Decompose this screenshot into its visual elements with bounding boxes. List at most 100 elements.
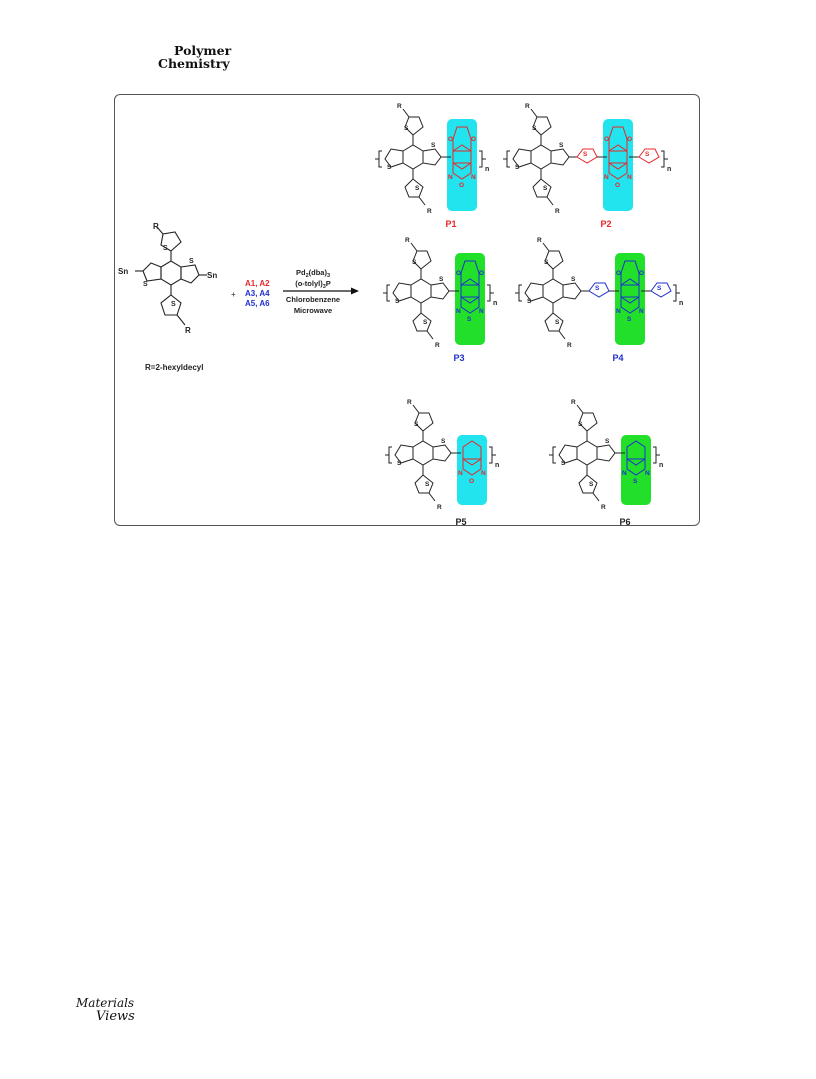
acceptor-a1-a2: A1, A2 — [245, 279, 270, 288]
pendant-s-bottom: S — [423, 319, 428, 326]
pendant-r-top: R — [525, 103, 530, 110]
pendant-s-top: S — [578, 421, 583, 428]
acceptor-highlight-box — [621, 435, 651, 505]
acceptor-heteroatom: O — [615, 182, 620, 189]
pendant-s-bottom: S — [589, 481, 594, 488]
bdt-s-left: S — [395, 298, 400, 305]
monomer-right-thiophene-ring — [180, 264, 200, 284]
bdt-s-left: S — [561, 460, 566, 467]
pendant-s-bottom: S — [425, 481, 430, 488]
bdt-right-thiophene-ring — [422, 148, 442, 166]
acceptor-n-right: N — [471, 174, 476, 181]
acceptor-o-right: O — [479, 270, 484, 277]
bdt-benzene-ring — [576, 440, 598, 466]
repeat-unit-n: n — [495, 462, 499, 469]
publisher-logo: Materials Views — [76, 996, 136, 1030]
acceptor-highlight-box — [457, 435, 487, 505]
bdt-s-left: S — [387, 164, 392, 171]
acceptor-o-right: O — [471, 136, 476, 143]
synthesis-scheme: R R Sn Sn S S S S R=2-hexyldecyl + A1, A… — [118, 103, 683, 527]
pendant-top-thiophene-ring — [532, 116, 552, 136]
spacer-thiophene-ring — [588, 282, 610, 298]
pendant-r-bottom: R — [435, 342, 440, 349]
pendant-r-top: R — [397, 103, 402, 110]
acceptor-dioxane-ring — [620, 260, 640, 286]
spacer-thiophene-ring — [576, 148, 598, 164]
pendant-r-top: R — [407, 399, 412, 406]
polymer-label-p5: P5 — [455, 517, 466, 527]
repeat-unit-n: n — [679, 300, 683, 307]
pendant-s-top: S — [404, 125, 409, 132]
bdt-right-thiophene-ring — [430, 282, 450, 300]
pendant-bottom-thiophene-ring — [544, 312, 564, 332]
pendant-r-top: R — [537, 237, 542, 244]
pendant-r-top: R — [571, 399, 576, 406]
bdt-left-thiophene-ring — [384, 148, 404, 168]
acceptor-dioxane-ring — [452, 126, 472, 152]
bdt-benzene-ring — [412, 440, 434, 466]
bdt-left-thiophene-ring — [558, 444, 578, 464]
trailing-spacer-s: S — [657, 285, 662, 292]
bdt-benzene-ring — [402, 144, 424, 170]
monomer-s-core-left: S — [143, 281, 148, 288]
acceptor-azole-ring — [620, 296, 640, 314]
acceptor-n-right: N — [479, 308, 484, 315]
acceptor-n-left: N — [604, 174, 609, 181]
acceptor-n-left: N — [456, 308, 461, 315]
acceptor-n-left: N — [622, 470, 627, 477]
journal-name-line1: Polymer — [174, 43, 232, 58]
condition-ligand: (o-tolyl)3P — [295, 279, 331, 290]
reaction-conditions: Pd2(dba)3 (o-tolyl)3P Chlorobenzene Micr… — [283, 268, 359, 315]
spacer-s: S — [595, 285, 600, 292]
publisher-logo-line2: Views — [96, 1009, 135, 1024]
bdt-s-left: S — [515, 164, 520, 171]
bdt-left-thiophene-ring — [512, 148, 532, 168]
acceptor-highlight-box — [455, 253, 485, 345]
pendant-bottom-thiophene-ring — [412, 312, 432, 332]
polymer-label-p4: P4 — [612, 353, 623, 363]
bdt-right-thiophene-ring — [596, 444, 616, 462]
pendant-bottom-thiophene-ring — [578, 474, 598, 494]
monomer-labels: R R Sn Sn S S S S R=2-hexyldecyl — [118, 222, 217, 372]
pendant-s-top: S — [544, 259, 549, 266]
monomer-s-top: S — [163, 245, 168, 252]
pendant-r-bottom: R — [601, 504, 606, 511]
bdt-right-thiophene-ring — [432, 444, 452, 462]
pendant-bottom-thiophene-ring — [532, 178, 552, 198]
monomer-r-top: R — [153, 222, 159, 231]
acceptor-azole-ring — [462, 458, 482, 476]
acceptor-azole-ring — [460, 296, 480, 314]
condition-catalyst: Pd2(dba)3 — [296, 268, 330, 279]
bdt-s-right: S — [605, 438, 610, 445]
repeat-unit-n: n — [493, 300, 497, 307]
pendant-s-top: S — [532, 125, 537, 132]
acceptor-heteroatom: O — [469, 478, 474, 485]
acceptor-o-left: O — [604, 136, 609, 143]
acceptor-n-right: N — [481, 470, 486, 477]
publisher-logo-line1: Materials — [76, 996, 135, 1010]
pendant-r-bottom: R — [427, 208, 432, 215]
acceptor-o-right: O — [639, 270, 644, 277]
pendant-top-thiophene-ring — [412, 250, 432, 270]
acceptor-n-right: N — [639, 308, 644, 315]
acceptor-dioxane-ring — [608, 126, 628, 152]
polymer-label-p1: P1 — [445, 219, 456, 229]
bdt-left-thiophene-ring — [392, 282, 412, 302]
acceptor-n-left: N — [458, 470, 463, 477]
bdt-left-thiophene-ring — [394, 444, 414, 464]
acceptor-highlight-box — [615, 253, 645, 345]
pendant-r-bottom: R — [555, 208, 560, 215]
acceptor-n-left: N — [448, 174, 453, 181]
pendant-s-bottom: S — [543, 185, 548, 192]
acceptor-highlight-box — [447, 119, 477, 211]
trailing-spacer-thiophene-ring — [638, 148, 660, 164]
bdt-benzene-ring — [530, 144, 552, 170]
bdt-left-thiophene-ring — [524, 282, 544, 302]
repeat-unit-n: n — [485, 166, 489, 173]
polymer-label-p2: P2 — [600, 219, 611, 229]
pendant-bottom-thiophene-ring — [414, 474, 434, 494]
monomer-r-definition: R=2-hexyldecyl — [145, 363, 203, 372]
